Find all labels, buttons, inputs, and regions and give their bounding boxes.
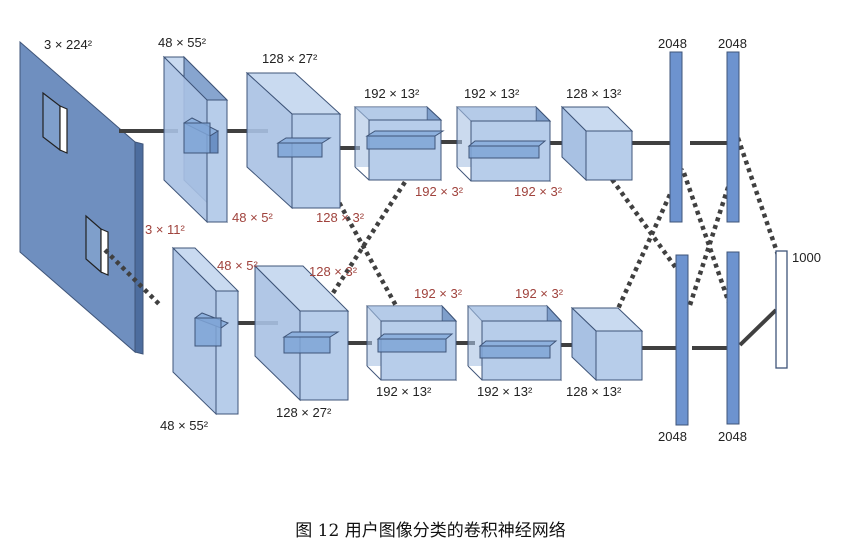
- top-conv4-dim-label: 192 × 13²: [464, 86, 520, 101]
- bot-fc1-bar: [675, 254, 689, 426]
- top-conv3-dim-label: 192 × 13²: [364, 86, 420, 101]
- bot-conv1-kernel-label: 48 × 5²: [217, 258, 259, 273]
- bot-fc1-label: 2048: [658, 429, 687, 444]
- bot-conv5-box: [570, 306, 644, 382]
- top-conv3-kernel-label: 192 × 3²: [415, 184, 464, 199]
- bot-fc2-label: 2048: [718, 429, 747, 444]
- top-conv1-box: [162, 55, 229, 224]
- bot-conv5-dim-label: 128 × 13²: [566, 384, 622, 399]
- bot-conv4-dim-label: 192 × 13²: [477, 384, 533, 399]
- top-fc2-bar: [726, 51, 740, 223]
- fc-layers: [669, 51, 788, 426]
- bot-fc2-bar: [726, 251, 740, 425]
- top-fc1-label: 2048: [658, 36, 687, 51]
- top-conv3-box: [353, 105, 445, 182]
- bot-conv1-dim-label: 48 × 55²: [160, 418, 209, 433]
- input-image: [19, 40, 144, 355]
- top-conv4-kernel-label: 192 × 3²: [514, 184, 563, 199]
- bot-conv3-dim-label: 192 × 13²: [376, 384, 432, 399]
- bot-conv2-dim-label: 128 × 27²: [276, 405, 332, 420]
- bot-conv3-box: [365, 304, 458, 382]
- top-conv1-kernel-label: 48 × 5²: [232, 210, 274, 225]
- bot-conv3-kernel-label: 192 × 3²: [414, 286, 463, 301]
- top-conv2-dim-label: 128 × 27²: [262, 51, 318, 66]
- top-conv4-box: [455, 105, 552, 183]
- top-conv1-dim-label: 48 × 55²: [158, 35, 207, 50]
- bot-conv4-box: [466, 304, 563, 382]
- labels: 3 × 224² 3 × 11² 48 × 55² 48 × 55² 48 × …: [44, 35, 821, 444]
- output-label: 1000: [792, 250, 821, 265]
- bot-conv1-box: [171, 246, 240, 416]
- top-conv2-box: [245, 71, 342, 210]
- bot-conv2-box: [253, 264, 350, 402]
- bot-conv2-kernel-label: 128 × 3²: [309, 264, 358, 279]
- top-conv5-dim-label: 128 × 13²: [566, 86, 622, 101]
- top-conv2-kernel-label: 128 × 3²: [316, 210, 365, 225]
- top-conv5-box: [560, 105, 634, 182]
- figure-caption: 图 12 用户图像分类的卷积神经网络: [295, 521, 566, 541]
- top-fc2-label: 2048: [718, 36, 747, 51]
- dotted-connectors: [103, 137, 781, 324]
- output-bar: [775, 250, 788, 369]
- bot-conv4-kernel-label: 192 × 3²: [515, 286, 564, 301]
- top-fc1-bar: [669, 51, 683, 223]
- input-kernel-label: 3 × 11²: [145, 222, 186, 237]
- input-dim-label: 3 × 224²: [44, 37, 93, 52]
